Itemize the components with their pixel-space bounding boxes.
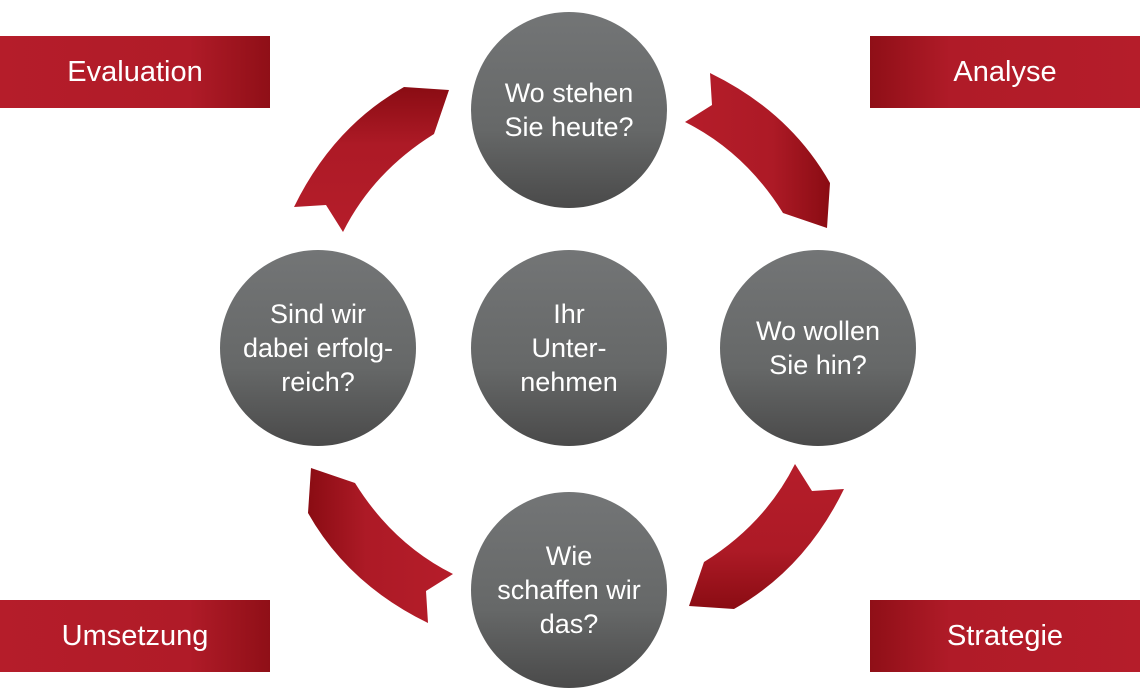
circle-top-question: Wo stehen Sie heute?: [471, 12, 667, 208]
phase-umsetzung: Umsetzung: [0, 600, 270, 672]
circle-center-company: Ihr Unter- nehmen: [471, 250, 667, 446]
circle-bottom-question: Wie schaffen wir das?: [471, 492, 667, 688]
arrow-bottom-left: [308, 468, 453, 623]
phase-analyse: Analyse: [870, 36, 1140, 108]
phase-strategie: Strategie: [870, 600, 1140, 672]
circle-left-question: Sind wir dabei erfolg- reich?: [220, 250, 416, 446]
arrow-top-left: [294, 87, 449, 232]
arrow-bottom-right: [689, 464, 844, 609]
phase-evaluation: Evaluation: [0, 36, 270, 108]
circle-right-question: Wo wollen Sie hin?: [720, 250, 916, 446]
arrow-top-right: [685, 73, 830, 228]
